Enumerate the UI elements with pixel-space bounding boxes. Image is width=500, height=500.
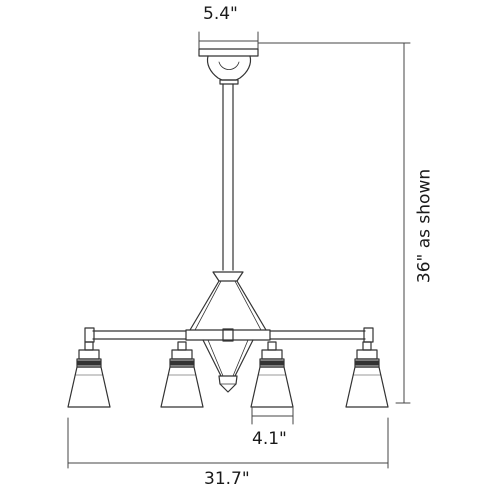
cage-upper-right-inner xyxy=(234,280,262,331)
cage-upper-left-inner xyxy=(194,280,222,331)
shade xyxy=(345,366,389,408)
socket-cup xyxy=(171,349,193,360)
cage-upper-left xyxy=(189,280,220,331)
center-hub-knob xyxy=(222,328,234,342)
light-1 xyxy=(67,341,111,408)
canopy-collar xyxy=(219,79,239,85)
canopy xyxy=(198,48,259,85)
cage-lower-right xyxy=(234,339,254,377)
light-3 xyxy=(250,341,294,408)
cage-upper-right xyxy=(236,280,267,331)
socket-stem xyxy=(177,341,187,351)
shade-width-label: 4.1" xyxy=(252,429,287,449)
center-body xyxy=(185,271,271,393)
stem xyxy=(222,83,234,271)
shade-holder-band xyxy=(170,360,194,366)
upper-cone xyxy=(212,271,244,282)
overall-width-label: 31.7" xyxy=(204,469,250,489)
center-hub xyxy=(185,329,271,341)
cage-lower-left-inner xyxy=(207,339,224,377)
canopy-dome xyxy=(206,55,252,81)
socket-cup xyxy=(356,349,378,360)
cage-lower-left xyxy=(202,339,222,377)
canopy-dome-highlight xyxy=(218,61,240,70)
shade xyxy=(250,366,294,408)
canopy-width-label: 5.4" xyxy=(203,4,238,24)
socket-cup xyxy=(78,349,100,360)
cage-lower-right-inner xyxy=(232,339,249,377)
overall-height-label: 36" as shown xyxy=(414,168,435,284)
shade-holder-band xyxy=(77,360,101,366)
socket-cup xyxy=(261,349,283,360)
arm-end-cap-left xyxy=(84,327,95,343)
light-2 xyxy=(160,341,204,408)
arm-end-cap-right xyxy=(363,327,374,343)
finial xyxy=(218,375,238,393)
socket-stem xyxy=(267,341,277,351)
dimension-lines xyxy=(67,31,411,469)
shade xyxy=(67,366,111,408)
socket-stem xyxy=(84,341,94,351)
socket-stem xyxy=(362,341,372,351)
canopy-plate xyxy=(198,48,259,57)
shade xyxy=(160,366,204,408)
shade-holder-band xyxy=(355,360,379,366)
shade-holder-band xyxy=(260,360,284,366)
light-4 xyxy=(345,341,389,408)
